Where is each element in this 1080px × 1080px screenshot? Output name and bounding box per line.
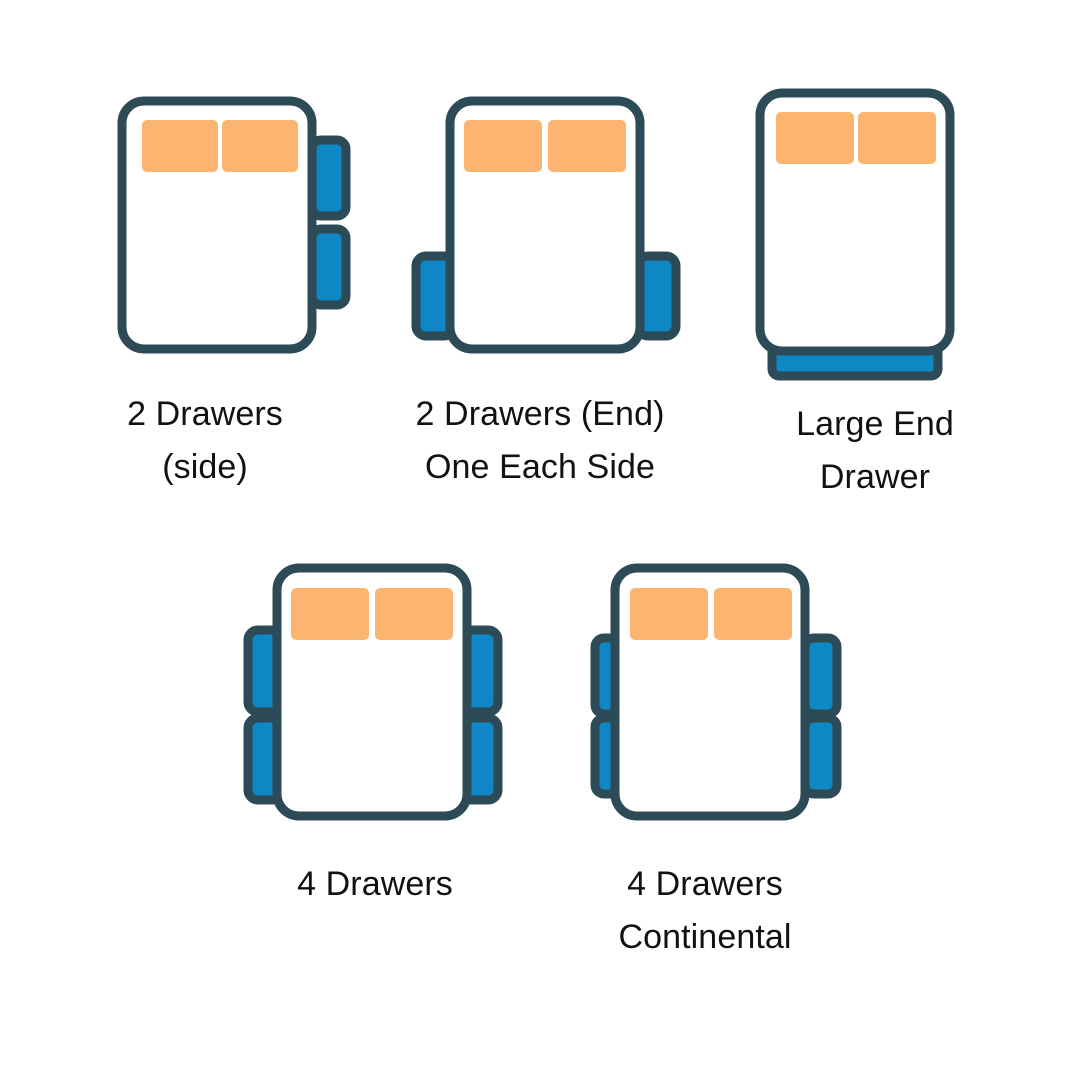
bed-option-label-two-drawers-side: 2 Drawers (side) <box>127 395 283 486</box>
drawer-group-right[interactable] <box>307 135 351 310</box>
pillow-left <box>142 120 218 172</box>
pillow-left <box>630 588 708 640</box>
drawer-right-1[interactable] <box>307 135 351 221</box>
pillow-left <box>464 120 542 172</box>
bed-option-large-end-drawer[interactable] <box>755 88 955 381</box>
bed-option-label-large-end-drawer: Large End Drawer <box>796 405 954 496</box>
pillow-right <box>548 120 626 172</box>
pillow-left <box>776 112 854 164</box>
bed-option-two-drawers-end-one-each-side[interactable] <box>411 96 681 354</box>
bed-option-two-drawers-side[interactable] <box>117 96 351 354</box>
drawer-right-2[interactable] <box>307 224 351 310</box>
bed-option-label-two-drawers-end-one-each-side: 2 Drawers (End) One Each Side <box>415 395 665 486</box>
pillow-left <box>291 588 369 640</box>
pillow-right <box>858 112 936 164</box>
bed-option-label-four-drawers: 4 Drawers <box>297 865 453 903</box>
bed-option-label-four-drawers-continental: 4 Drawers Continental <box>618 865 792 956</box>
pillow-right <box>222 120 298 172</box>
bed-option-four-drawers-continental[interactable] <box>590 563 842 821</box>
bed-option-four-drawers[interactable] <box>243 563 503 821</box>
drawer-right-2[interactable] <box>800 713 842 799</box>
pillow-right <box>375 588 453 640</box>
pillow-right <box>714 588 792 640</box>
drawer-right-1[interactable] <box>800 633 842 719</box>
drawer-group-right[interactable] <box>800 633 842 799</box>
